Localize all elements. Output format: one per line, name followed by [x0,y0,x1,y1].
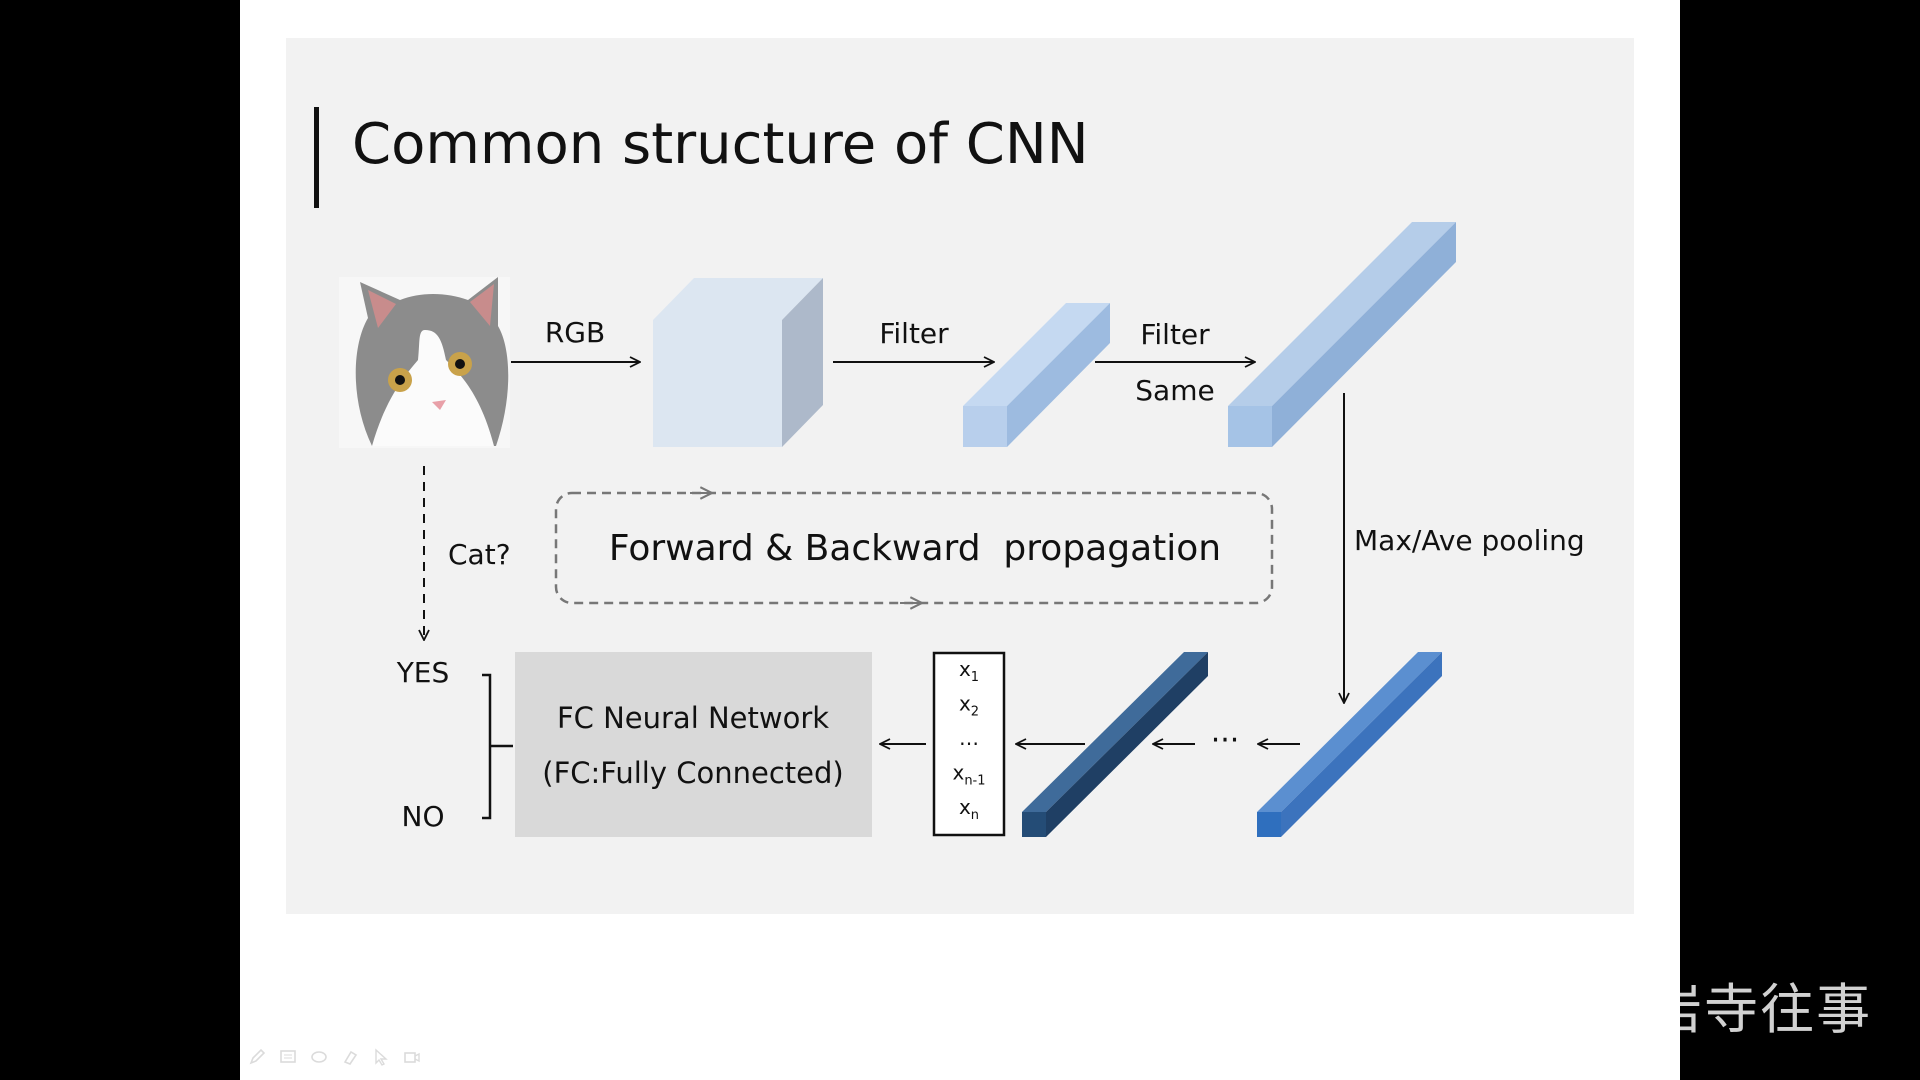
slide-title: Common structure of CNN [352,112,1089,177]
label-cat-question: Cat? [448,538,511,571]
label-rgb: RGB [545,316,605,349]
cat-photo [339,277,510,448]
slides-icon[interactable] [277,1046,298,1067]
label-filter-1: Filter [879,317,949,350]
label-filter-2: Filter [1140,318,1210,351]
highlighter-icon[interactable] [339,1046,360,1067]
presenter-toolbar [246,1046,422,1067]
vector-entry: xn-1 [952,761,985,789]
vector-entry: xn [959,795,979,823]
title-accent-bar [314,107,319,208]
input-cube [653,278,823,447]
label-fc-line1: FC Neural Network [557,701,829,735]
label-yes: YES [396,656,450,689]
pooled-map-1 [1257,652,1442,837]
feature-map-2 [1228,222,1456,447]
vector-entry: … [959,726,979,750]
vector-entry: x2 [959,692,979,720]
eraser-icon[interactable] [308,1046,329,1067]
output-bracket [482,673,513,820]
label-propagation: Forward & Backward propagation [609,528,1221,569]
label-pooling: Max/Ave pooling [1354,524,1585,557]
label-fc-line2: (FC:Fully Connected) [542,756,843,790]
label-same: Same [1135,374,1214,407]
vector-entry: x1 [959,657,979,685]
camera-icon[interactable] [401,1046,422,1067]
pen-icon[interactable] [246,1046,267,1067]
pooled-map-2 [1022,652,1208,837]
label-no: NO [402,800,445,833]
label-ellipsis: ··· [1211,723,1240,758]
fc-network-box [515,652,872,837]
watermark: 知乎 @西岩寺往事 [1405,978,1873,1041]
propagation-loop [554,493,1274,603]
feature-map-1 [963,303,1110,447]
flatten-vector: x1 x2 … xn-1 xn [932,651,1006,837]
pointer-icon[interactable] [370,1046,391,1067]
